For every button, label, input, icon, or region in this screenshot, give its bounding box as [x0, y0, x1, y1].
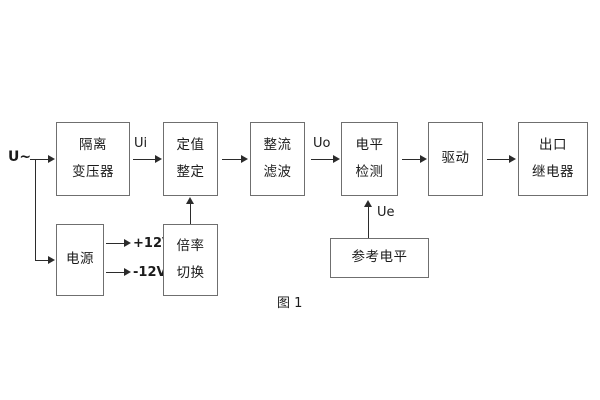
arrowhead-input-to-power-supply: [48, 256, 55, 264]
block-line: 整定: [176, 164, 205, 180]
block-line: 电平: [355, 136, 384, 153]
arrowhead-reference-to-level-detect: [364, 200, 372, 207]
block-multiplier-switch[interactable]: 倍率 切换: [163, 224, 218, 296]
arrowhead-rectify-to-level-detect: [333, 155, 340, 163]
block-rectify-filter[interactable]: 整流 滤波: [250, 122, 305, 196]
arrowhead-input-to-transformer: [48, 155, 55, 163]
wire-rail-negative: [106, 272, 125, 273]
wire-transformer-to-setting: [133, 159, 156, 160]
block-setting-value[interactable]: 定值 整定: [163, 122, 218, 196]
wire-rectify-to-level-detect: [311, 159, 334, 160]
uo-signal-label: Uo: [313, 136, 331, 151]
arrowhead-multiplier-to-setting: [186, 197, 194, 204]
rail-negative-label: -12V: [133, 265, 167, 280]
block-isolation-transformer[interactable]: 隔离 变压器: [56, 122, 130, 196]
arrowhead-drive-to-output-relay: [509, 155, 516, 163]
arrowhead-transformer-to-setting: [155, 155, 162, 163]
arrowhead-level-detect-to-drive: [420, 155, 427, 163]
block-line: 驱动: [441, 150, 470, 167]
block-line: 参考电平: [351, 249, 408, 266]
ue-signal-label: Ue: [377, 205, 395, 220]
wire-input-to-power-supply: [35, 260, 49, 261]
arrowhead-rail-negative: [124, 268, 131, 276]
ui-signal-label: Ui: [134, 136, 148, 151]
rail-positive-label: +12V: [133, 236, 173, 251]
block-line: 定值: [176, 136, 205, 153]
block-level-detect[interactable]: 电平 检测: [341, 122, 398, 196]
wire-drive-to-output-relay: [487, 159, 510, 160]
arrowhead-setting-to-rectify: [241, 155, 248, 163]
input-branch-vertical: [35, 159, 36, 260]
block-line: 倍率: [176, 237, 205, 254]
block-drive[interactable]: 驱动: [428, 122, 483, 196]
block-line: 继电器: [532, 164, 574, 180]
block-line: 出口: [539, 136, 567, 153]
block-line: 整流: [263, 136, 292, 153]
wire-multiplier-to-setting: [190, 203, 191, 224]
input-wire-stub: [30, 159, 36, 160]
wire-level-detect-to-drive: [402, 159, 421, 160]
block-line: 滤波: [263, 164, 292, 180]
wire-reference-to-level-detect: [368, 206, 369, 238]
block-line: 变压器: [72, 164, 114, 180]
block-reference-level[interactable]: 参考电平: [330, 238, 429, 278]
block-line: 检测: [355, 164, 384, 180]
block-line: 切换: [176, 265, 205, 281]
figure-caption: 图 1: [277, 296, 303, 311]
wire-setting-to-rectify: [222, 159, 242, 160]
input-signal-label: U~: [8, 149, 32, 165]
wire-input-to-transformer: [35, 159, 49, 160]
block-line: 电源: [66, 251, 94, 268]
wire-rail-positive: [106, 243, 125, 244]
block-output-relay[interactable]: 出口 继电器: [518, 122, 588, 196]
arrowhead-rail-positive: [124, 239, 131, 247]
block-line: 隔离: [79, 136, 107, 153]
block-power-supply[interactable]: 电源: [56, 224, 104, 296]
